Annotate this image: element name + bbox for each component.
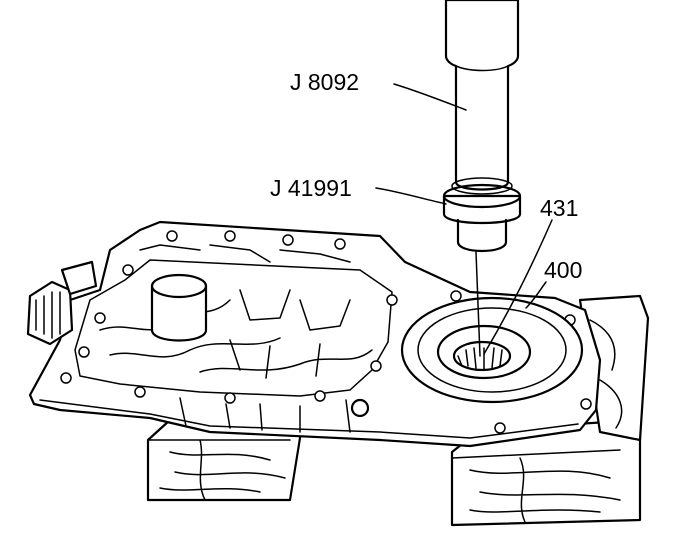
accumulator-cylinder: [150, 273, 208, 342]
installer-tool-j41991: [442, 177, 522, 252]
callout-j41991: J 41991: [270, 175, 352, 201]
callout-400: 400: [544, 257, 582, 283]
driver-handle-j8092: [444, 0, 520, 191]
callout-j8092: J 8092: [290, 69, 359, 95]
leader-lines: [375, 83, 553, 357]
callout-431: 431: [540, 195, 578, 221]
leader-431: [483, 219, 553, 355]
seal-bore-case-400: [400, 296, 584, 404]
leader-j8092: [393, 83, 467, 111]
leader-j41991: [375, 187, 447, 205]
leader-400: [525, 281, 547, 309]
leader-axis: [475, 251, 481, 357]
electrical-connector: [26, 260, 98, 346]
